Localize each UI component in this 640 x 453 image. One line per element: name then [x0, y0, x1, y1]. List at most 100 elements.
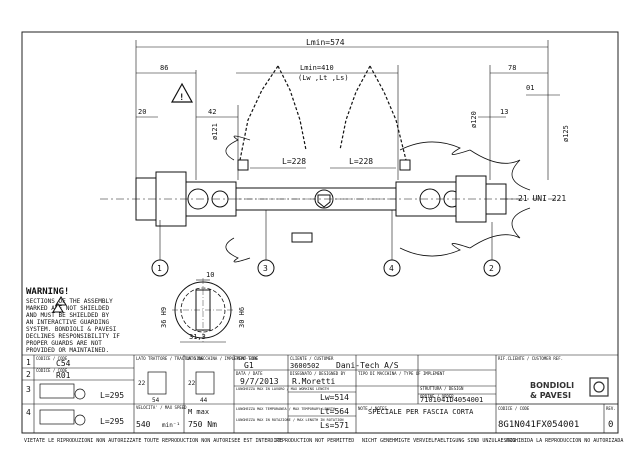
svg-text:RIF.CLIENTE / CUSTOMER REF.: RIF.CLIENTE / CUSTOMER REF. — [498, 356, 563, 361]
svg-text:STRUTTURA / DESIGN: STRUTTURA / DESIGN — [420, 386, 464, 391]
svg-text:22: 22 — [138, 380, 146, 387]
svg-text:PROPER GUARDS ARE NOT: PROPER GUARDS ARE NOT — [26, 340, 102, 347]
dim-lw-lt-ls: (Lw ,Lt ,Ls) — [298, 74, 349, 82]
callout-2: 2 — [483, 222, 501, 277]
notes-value: SPECIALE PER FASCIA CORTA — [368, 408, 474, 416]
svg-text:VIETATE LE RIPRODUZIONI NON AU: VIETATE LE RIPRODUZIONI NON AUTORIZZATE — [24, 438, 141, 444]
svg-text:4: 4 — [389, 264, 394, 273]
svg-text:!: ! — [179, 93, 184, 103]
drawing-code: 8G1N041FX054001 — [498, 420, 579, 430]
tractor-side-bore — [147, 371, 215, 395]
revision-value: 0 — [608, 420, 613, 430]
warning-triangle-icon: ! — [170, 82, 194, 103]
svg-text:44: 44 — [200, 397, 208, 404]
max-speed-value: 540 — [136, 420, 151, 429]
svg-text:CODICE / CODE: CODICE / CODE — [36, 356, 68, 361]
dim-30h6: 30 H6 — [238, 307, 246, 328]
svg-text:CODICE / CODE: CODICE / CODE — [36, 368, 68, 373]
part-3-length: L=295 — [100, 391, 124, 400]
dim-120: ø120 — [470, 111, 478, 128]
bottom-table-grid — [22, 354, 618, 433]
svg-text:min⁻¹: min⁻¹ — [162, 422, 180, 429]
callout-4: 4 — [383, 210, 401, 277]
svg-text:M max: M max — [188, 408, 209, 416]
svg-text:BONDIOLI: BONDIOLI — [530, 381, 574, 390]
callout-1: 1 — [151, 220, 169, 277]
svg-text:DISEGNATO / DESIGNED BY: DISEGNATO / DESIGNED BY — [290, 371, 346, 376]
lw-value: Lw=514 — [320, 393, 349, 402]
designer-value: R.Moretti — [292, 377, 336, 386]
svg-text:PROVIDED OR MAINTAINED.: PROVIDED OR MAINTAINED. — [26, 347, 109, 354]
customer-code: 3600502 — [290, 362, 320, 370]
svg-text:CLIENTE / CUSTOMER: CLIENTE / CUSTOMER — [290, 356, 334, 361]
svg-text:1: 1 — [157, 264, 162, 273]
svg-text:TIPO DI MACCHINA / TYPE OF IMP: TIPO DI MACCHINA / TYPE OF IMPLEMENT — [358, 371, 445, 376]
svg-text:AND MUST BE SHIELDED BY: AND MUST BE SHIELDED BY — [26, 312, 109, 319]
svg-text:LATO MACCHINA / IMPLEMENT SIDE: LATO MACCHINA / IMPLEMENT SIDE — [186, 356, 259, 361]
dim-l228-right: L=228 — [349, 157, 373, 166]
svg-text:AN INTERACTIVE GUARDING: AN INTERACTIVE GUARDING — [26, 319, 109, 326]
dim-36h9: 36 H9 — [160, 307, 168, 328]
warning-small-triangle-icon — [55, 296, 67, 306]
svg-text:MARKED ARE NOT SHIELDED: MARKED ARE NOT SHIELDED — [26, 305, 109, 312]
bondioli-pavesi-logo: BONDIOLI & PAVESI — [530, 377, 609, 400]
dim-42: 42 — [208, 108, 216, 116]
svg-text:ORDINE / ORDER: ORDINE / ORDER — [420, 394, 454, 399]
svg-text:DECLINES RESPONSIBILITY IF: DECLINES RESPONSIBILITY IF — [26, 333, 120, 340]
svg-text:2: 2 — [489, 264, 494, 273]
ls-value: Ls=571 — [320, 421, 349, 430]
driveshaft-drawing — [100, 65, 560, 263]
dim-31-3: 31,3 — [189, 333, 206, 341]
warning-block: WARNING! SECTIONS OF THE ASSEMBLY MARKED… — [26, 287, 120, 354]
svg-text:VELOCITA' / MAX SPEED: VELOCITA' / MAX SPEED — [136, 405, 187, 410]
svg-text:PROHIBIDA LA REPRODUCCION NO A: PROHIBIDA LA REPRODUCCION NO AUTORIZADA — [506, 438, 623, 444]
customer-name: Dani-Tech A/S — [336, 361, 399, 370]
dim-h10: 10 — [206, 271, 214, 279]
svg-text:1: 1 — [26, 358, 31, 367]
dim-spline: 21 UNI 221 — [518, 194, 566, 203]
part-2-code: R01 — [56, 371, 71, 380]
svg-text:TOUTE REPRODUCTION NON AUTORIS: TOUTE REPRODUCTION NON AUTORISEE EST INT… — [144, 438, 282, 444]
callout-3: 3 — [257, 210, 275, 277]
svg-text:& PAVESI: & PAVESI — [530, 391, 571, 400]
part-4-length: L=295 — [100, 417, 124, 426]
svg-text:NICHT GENEHMIGTE VERVIELFAELTI: NICHT GENEHMIGTE VERVIELFAELTIGUNG SIND … — [362, 438, 516, 444]
dim-01: 01 — [526, 84, 534, 92]
svg-text:LUNGHEZZA MAX IN ROTAZIONE / M: LUNGHEZZA MAX IN ROTAZIONE / MAX LENGTH … — [236, 418, 343, 422]
sheet-frame — [21, 31, 619, 434]
svg-text:CODICE / CODE: CODICE / CODE — [498, 406, 530, 411]
svg-text:LUNGHEZZA MAX IN LAVORO / MAX: LUNGHEZZA MAX IN LAVORO / MAX WORKING LE… — [236, 387, 329, 391]
part-4-yoke-sketch — [39, 409, 86, 426]
dim-78: 78 — [508, 64, 516, 72]
svg-text:SYSTEM. BONDIOLI & PAVESI: SYSTEM. BONDIOLI & PAVESI — [26, 326, 117, 333]
svg-text:LATO TRATTORE / TRACTOR SIDE: LATO TRATTORE / TRACTOR SIDE — [136, 356, 204, 361]
warning-title: WARNING! — [26, 287, 69, 297]
dim-86: 86 — [160, 64, 168, 72]
max-torque-value: 750 Nm — [188, 420, 217, 429]
dim-lmin-574: Lmin=574 — [306, 38, 345, 47]
svg-text:NOTE / NOTES: NOTE / NOTES — [358, 406, 387, 411]
type-value: G1 — [244, 361, 254, 370]
svg-text:3: 3 — [263, 264, 268, 273]
svg-text:54: 54 — [152, 397, 160, 404]
part-3-yoke-sketch — [39, 383, 86, 400]
svg-text:TIPO-TYPE: TIPO-TYPE — [236, 356, 258, 361]
svg-text:SECTIONS OF THE ASSEMBLY: SECTIONS OF THE ASSEMBLY — [26, 298, 113, 305]
dim-125: ø125 — [562, 125, 570, 142]
dim-lmin-410: Lmin=410 — [300, 64, 334, 72]
dimension-lines — [135, 40, 560, 200]
svg-text:3: 3 — [26, 385, 31, 394]
svg-text:2: 2 — [26, 370, 31, 379]
warning-small-triangle-icon — [52, 303, 64, 313]
part-1-code: C54 — [56, 359, 71, 368]
svg-text:LUNGHEZZA MAX TEMPORANEA / MAX: LUNGHEZZA MAX TEMPORANEA / MAX TEMPORARY… — [236, 407, 335, 411]
svg-text:DATA / DATE: DATA / DATE — [236, 371, 263, 376]
dim-l228-left: L=228 — [282, 157, 306, 166]
footer-disclaimers: VIETATE LE RIPRODUZIONI NON AUTORIZZATE … — [24, 438, 623, 444]
svg-text:22: 22 — [188, 380, 196, 387]
date-value: 9/7/2013 — [240, 377, 279, 386]
svg-text:4: 4 — [26, 408, 31, 417]
svg-text:REPRODUCTION NOT PERMITTED: REPRODUCTION NOT PERMITTED — [276, 438, 354, 444]
dim-20: 20 — [138, 108, 146, 116]
